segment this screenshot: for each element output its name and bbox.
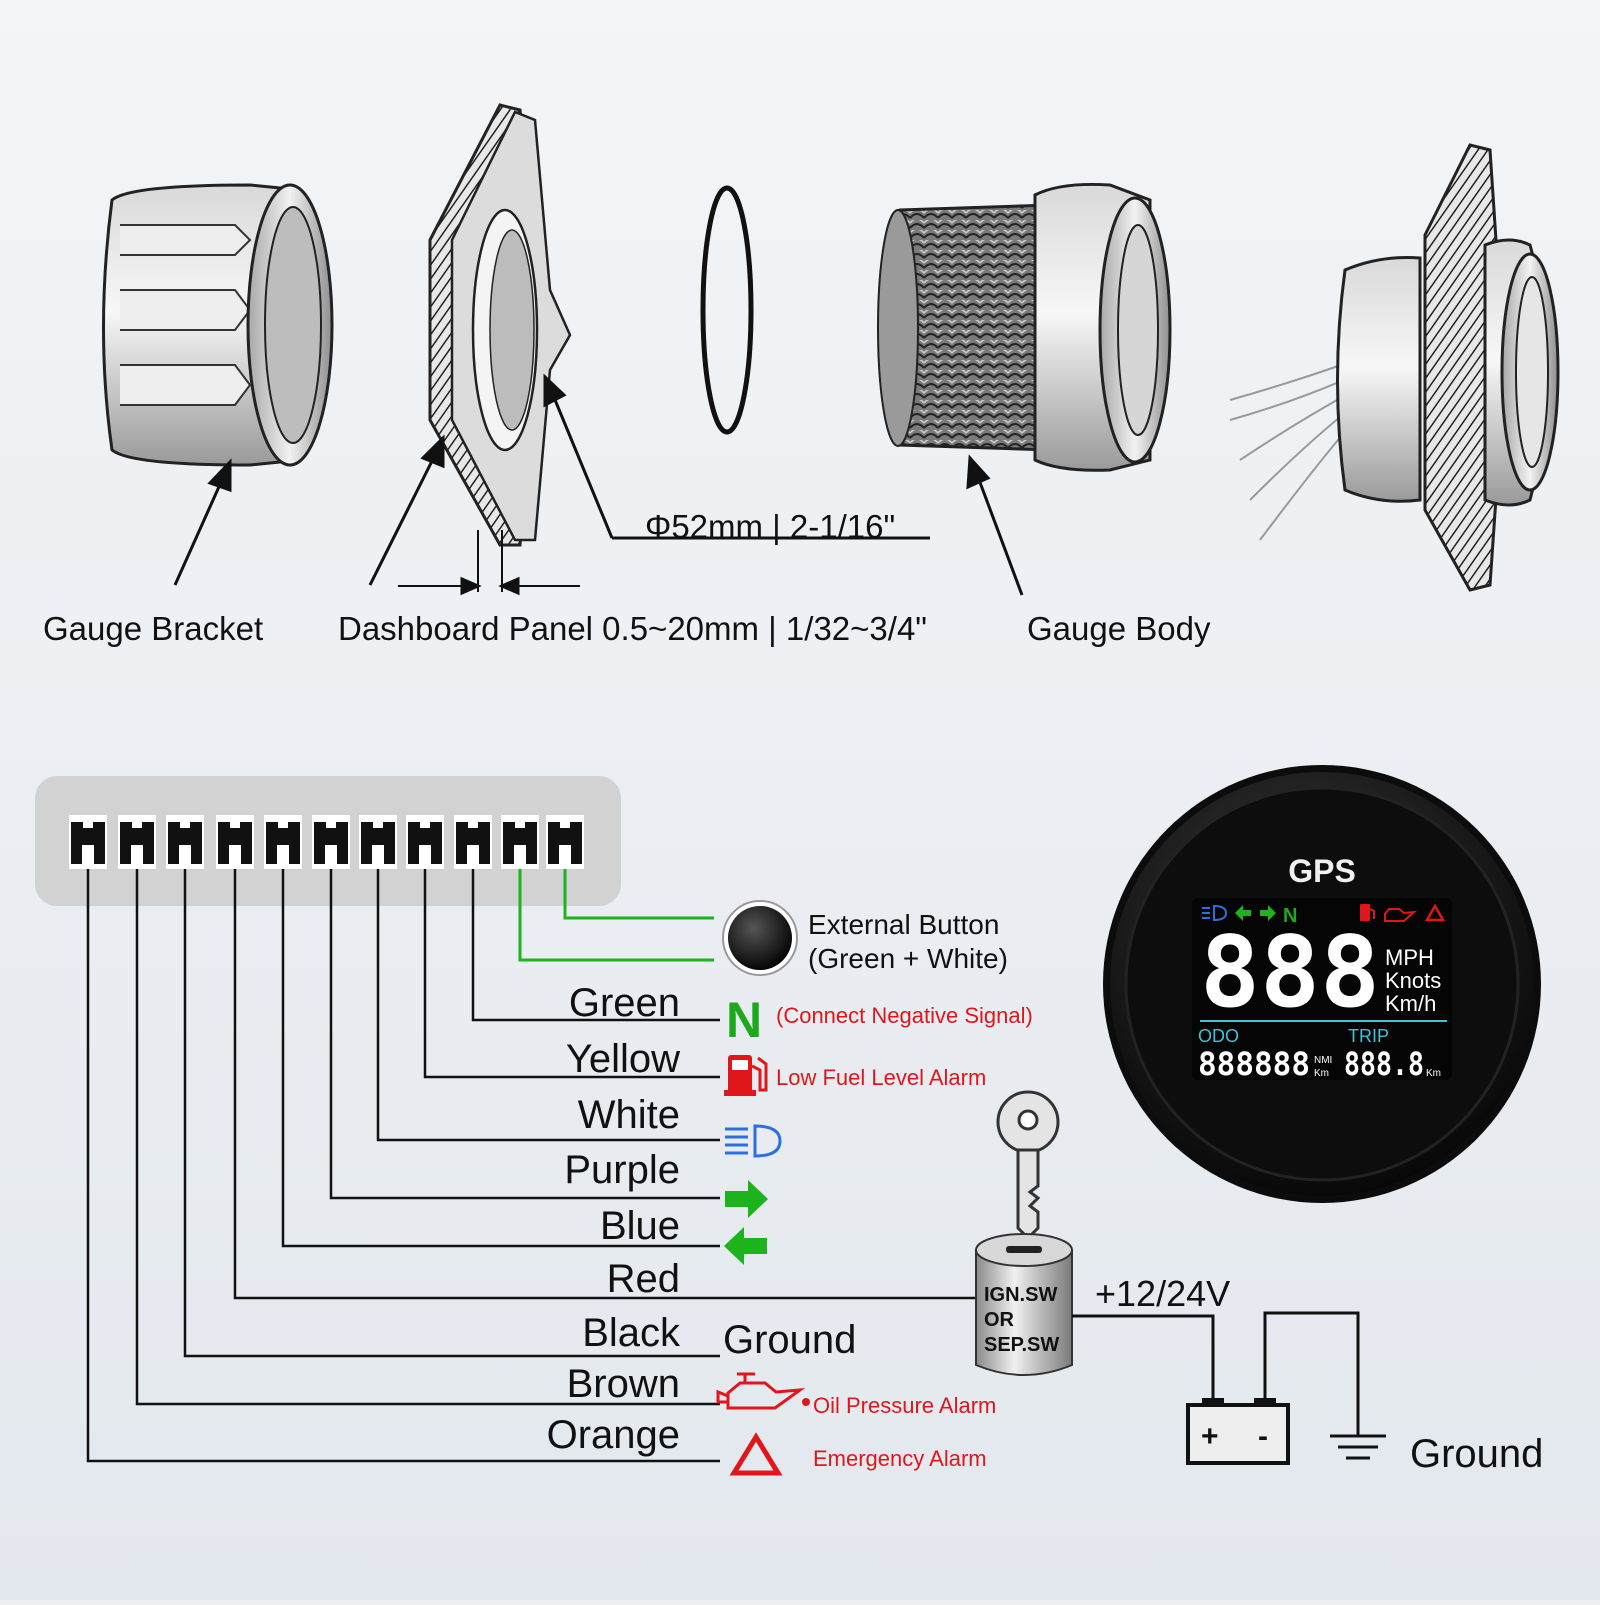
wire-black <box>183 869 720 1358</box>
trip-unit: Km <box>1426 1068 1441 1079</box>
connector-pins <box>69 815 584 869</box>
arrow-left-icon <box>724 1227 767 1265</box>
connector-pin <box>546 815 584 869</box>
green-wire-note: (Connect Negative Signal) <box>776 1003 1033 1028</box>
dashboard-panel-drawing <box>428 103 572 547</box>
headlight-high-beam-icon <box>725 1124 782 1158</box>
oil-can-icon <box>716 1372 810 1410</box>
neutral-n-icon: N <box>726 992 762 1048</box>
wire-green <box>471 869 720 1022</box>
wire-label-yellow: Yellow <box>566 1037 680 1081</box>
voltage-label: +12/24V <box>1095 1273 1230 1314</box>
switch-label-line3: SEP.SW <box>984 1334 1059 1356</box>
connector-pin <box>359 815 397 869</box>
orange-wire-note: Emergency Alarm <box>813 1446 987 1471</box>
lcd-arrow-left-icon <box>1235 905 1251 921</box>
connector-pin <box>166 815 204 869</box>
wire-blue <box>281 869 720 1248</box>
odo-digits: 888888 <box>1198 1045 1310 1083</box>
battery-plus: + <box>1201 1420 1219 1453</box>
lcd-headlight-icon <box>1202 904 1228 922</box>
wire-label-green: Green <box>569 981 680 1025</box>
lcd-warning-icon <box>1424 903 1446 922</box>
odo-unit-bottom: Km <box>1314 1068 1329 1079</box>
connector-pin <box>264 815 302 869</box>
wire-red <box>233 869 976 1300</box>
connector-pin <box>69 815 107 869</box>
unit-kmh: Km/h <box>1385 991 1436 1016</box>
lcd-fuel-icon <box>1360 904 1375 921</box>
brown-wire-note: Oil Pressure Alarm <box>813 1393 996 1418</box>
o-ring-drawing <box>700 185 754 435</box>
warning-triangle-icon <box>729 1432 783 1476</box>
connector-pin <box>454 815 492 869</box>
connector-pin <box>216 815 254 869</box>
wire-brown <box>135 869 720 1406</box>
callout-arrows <box>173 373 1024 596</box>
external-button <box>722 900 798 976</box>
gauge-title: GPS <box>1288 853 1356 889</box>
wire-label-blue: Blue <box>600 1204 680 1248</box>
lcd-oil-icon <box>1384 908 1417 922</box>
wire-white <box>376 869 720 1142</box>
hole-diameter-label: Φ52mm | 2-1/16" <box>645 508 895 545</box>
gauge-bracket-drawing <box>102 183 334 467</box>
button-wire-white <box>518 869 714 962</box>
switch-label-line2: OR <box>984 1309 1015 1331</box>
connector-pin <box>312 815 350 869</box>
wire-purple <box>329 869 720 1200</box>
gauge-body-drawing <box>877 182 1172 472</box>
wire-label-red: Red <box>607 1257 680 1301</box>
wire-lines <box>86 869 976 1463</box>
connector-pin <box>118 815 156 869</box>
button-wire-green <box>563 869 714 920</box>
wire-color-labels: GreenYellowWhitePurpleBlueRedBlackBrownO… <box>547 981 681 1457</box>
wire-yellow <box>423 869 720 1079</box>
wire-label-white: White <box>578 1093 680 1137</box>
wire-label-orange: Orange <box>547 1413 680 1457</box>
lcd-neutral-icon: N <box>1283 905 1297 927</box>
arrow-right-icon <box>725 1180 768 1218</box>
speed-digits: 888 <box>1200 916 1380 1030</box>
trip-digits: 888.8 <box>1344 1045 1424 1083</box>
connector-pin <box>501 815 539 869</box>
external-button-label: External Button <box>808 909 999 940</box>
wire-label-black: Black <box>582 1311 681 1355</box>
fuel-pump-icon <box>724 1055 768 1096</box>
unit-mph: MPH <box>1385 945 1434 970</box>
switch-label-line1: IGN.SW <box>984 1284 1057 1306</box>
wire-orange <box>86 869 720 1463</box>
odo-unit-top: NMI <box>1314 1055 1332 1066</box>
connector-pin <box>406 815 444 869</box>
ground-label: Ground <box>1410 1432 1543 1476</box>
gauge-bracket-label: Gauge Bracket <box>43 610 263 647</box>
trip-label: TRIP <box>1348 1026 1389 1046</box>
yellow-wire-note: Low Fuel Level Alarm <box>776 1065 986 1090</box>
black-wire-note: Ground <box>723 1318 856 1362</box>
dashboard-panel-label: Dashboard Panel 0.5~20mm | 1/32~3/4" <box>338 610 927 647</box>
ground-symbol <box>1330 1434 1386 1460</box>
power-lines <box>1072 1311 1360 1436</box>
assembled-gauge-drawing <box>1229 143 1560 592</box>
wire-label-purple: Purple <box>564 1148 680 1192</box>
gauge-body-label: Gauge Body <box>1027 610 1211 647</box>
battery-minus: - <box>1258 1420 1268 1453</box>
ignition-switch <box>975 1233 1073 1376</box>
unit-knots: Knots <box>1385 968 1441 993</box>
odo-label: ODO <box>1198 1026 1239 1046</box>
battery-icon <box>1186 1398 1290 1465</box>
external-button-sublabel: (Green + White) <box>808 943 1008 974</box>
gps-speedometer-gauge <box>1103 765 1541 1203</box>
wire-label-brown: Brown <box>567 1362 680 1406</box>
lcd-arrow-right-icon <box>1260 905 1276 921</box>
